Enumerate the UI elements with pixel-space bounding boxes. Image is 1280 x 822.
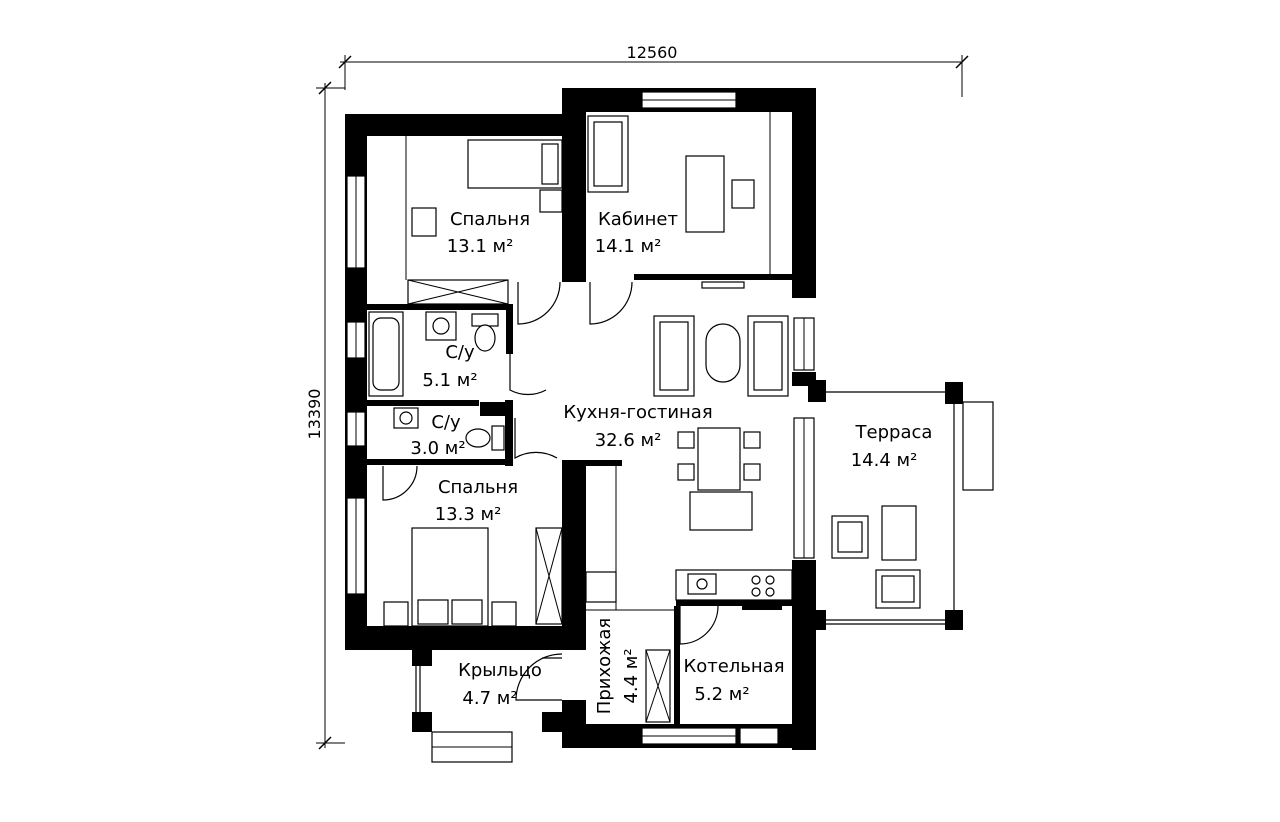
room-name: Крыльцо	[458, 660, 542, 681]
room-bedroom-1: Спальня 13.1 м²	[447, 209, 530, 257]
room-bathroom-2: С/у 3.0 м²	[410, 412, 465, 459]
living-furniture	[585, 315, 793, 610]
room-name: С/у	[431, 412, 461, 433]
room-area: 5.2 м²	[694, 684, 749, 705]
room-kitchen-living: Кухня-гостиная 32.6 м²	[563, 402, 712, 451]
width-dimension: 12560	[627, 43, 678, 62]
room-name: Спальня	[450, 209, 530, 230]
room-boiler-room: Котельная 5.2 м²	[683, 656, 784, 705]
hallway-furniture	[586, 609, 674, 723]
bathroom-fixtures	[368, 311, 505, 451]
room-bathroom-1: С/у 5.1 м²	[422, 342, 477, 391]
room-name: Прихожая	[594, 618, 615, 714]
windows	[346, 91, 815, 745]
room-name: Спальня	[438, 477, 518, 498]
room-name: Котельная	[683, 656, 784, 677]
room-name: Кабинет	[598, 209, 678, 230]
office-furniture	[587, 112, 771, 274]
room-area: 4.4 м²	[621, 648, 642, 703]
room-name: Кухня-гостиная	[563, 402, 712, 423]
bedroom-1-furniture	[405, 136, 563, 305]
room-area: 32.6 м²	[595, 430, 662, 451]
room-porch: Крыльцо 4.7 м²	[458, 660, 542, 709]
room-name: С/у	[445, 342, 475, 363]
room-area: 3.0 м²	[410, 438, 465, 459]
room-area: 14.4 м²	[851, 450, 918, 471]
terrace-structure	[826, 391, 994, 625]
room-area: 13.3 м²	[435, 504, 502, 525]
room-area: 14.1 м²	[595, 236, 662, 257]
room-office: Кабинет 14.1 м²	[595, 209, 678, 257]
room-area: 13.1 м²	[447, 236, 514, 257]
porch-structure	[415, 653, 563, 763]
room-area: 5.1 м²	[422, 370, 477, 391]
dimension-lines	[316, 55, 969, 750]
room-name: Терраса	[855, 422, 933, 443]
room-terrace: Терраса 14.4 м²	[851, 422, 933, 471]
room-bedroom-2: Спальня 13.3 м²	[435, 477, 518, 525]
bedroom-2-furniture	[383, 527, 563, 627]
height-dimension: 13390	[305, 389, 324, 440]
room-hallway: Прихожая 4.4 м²	[594, 618, 642, 714]
doors	[382, 281, 719, 645]
room-area: 4.7 м²	[462, 688, 517, 709]
